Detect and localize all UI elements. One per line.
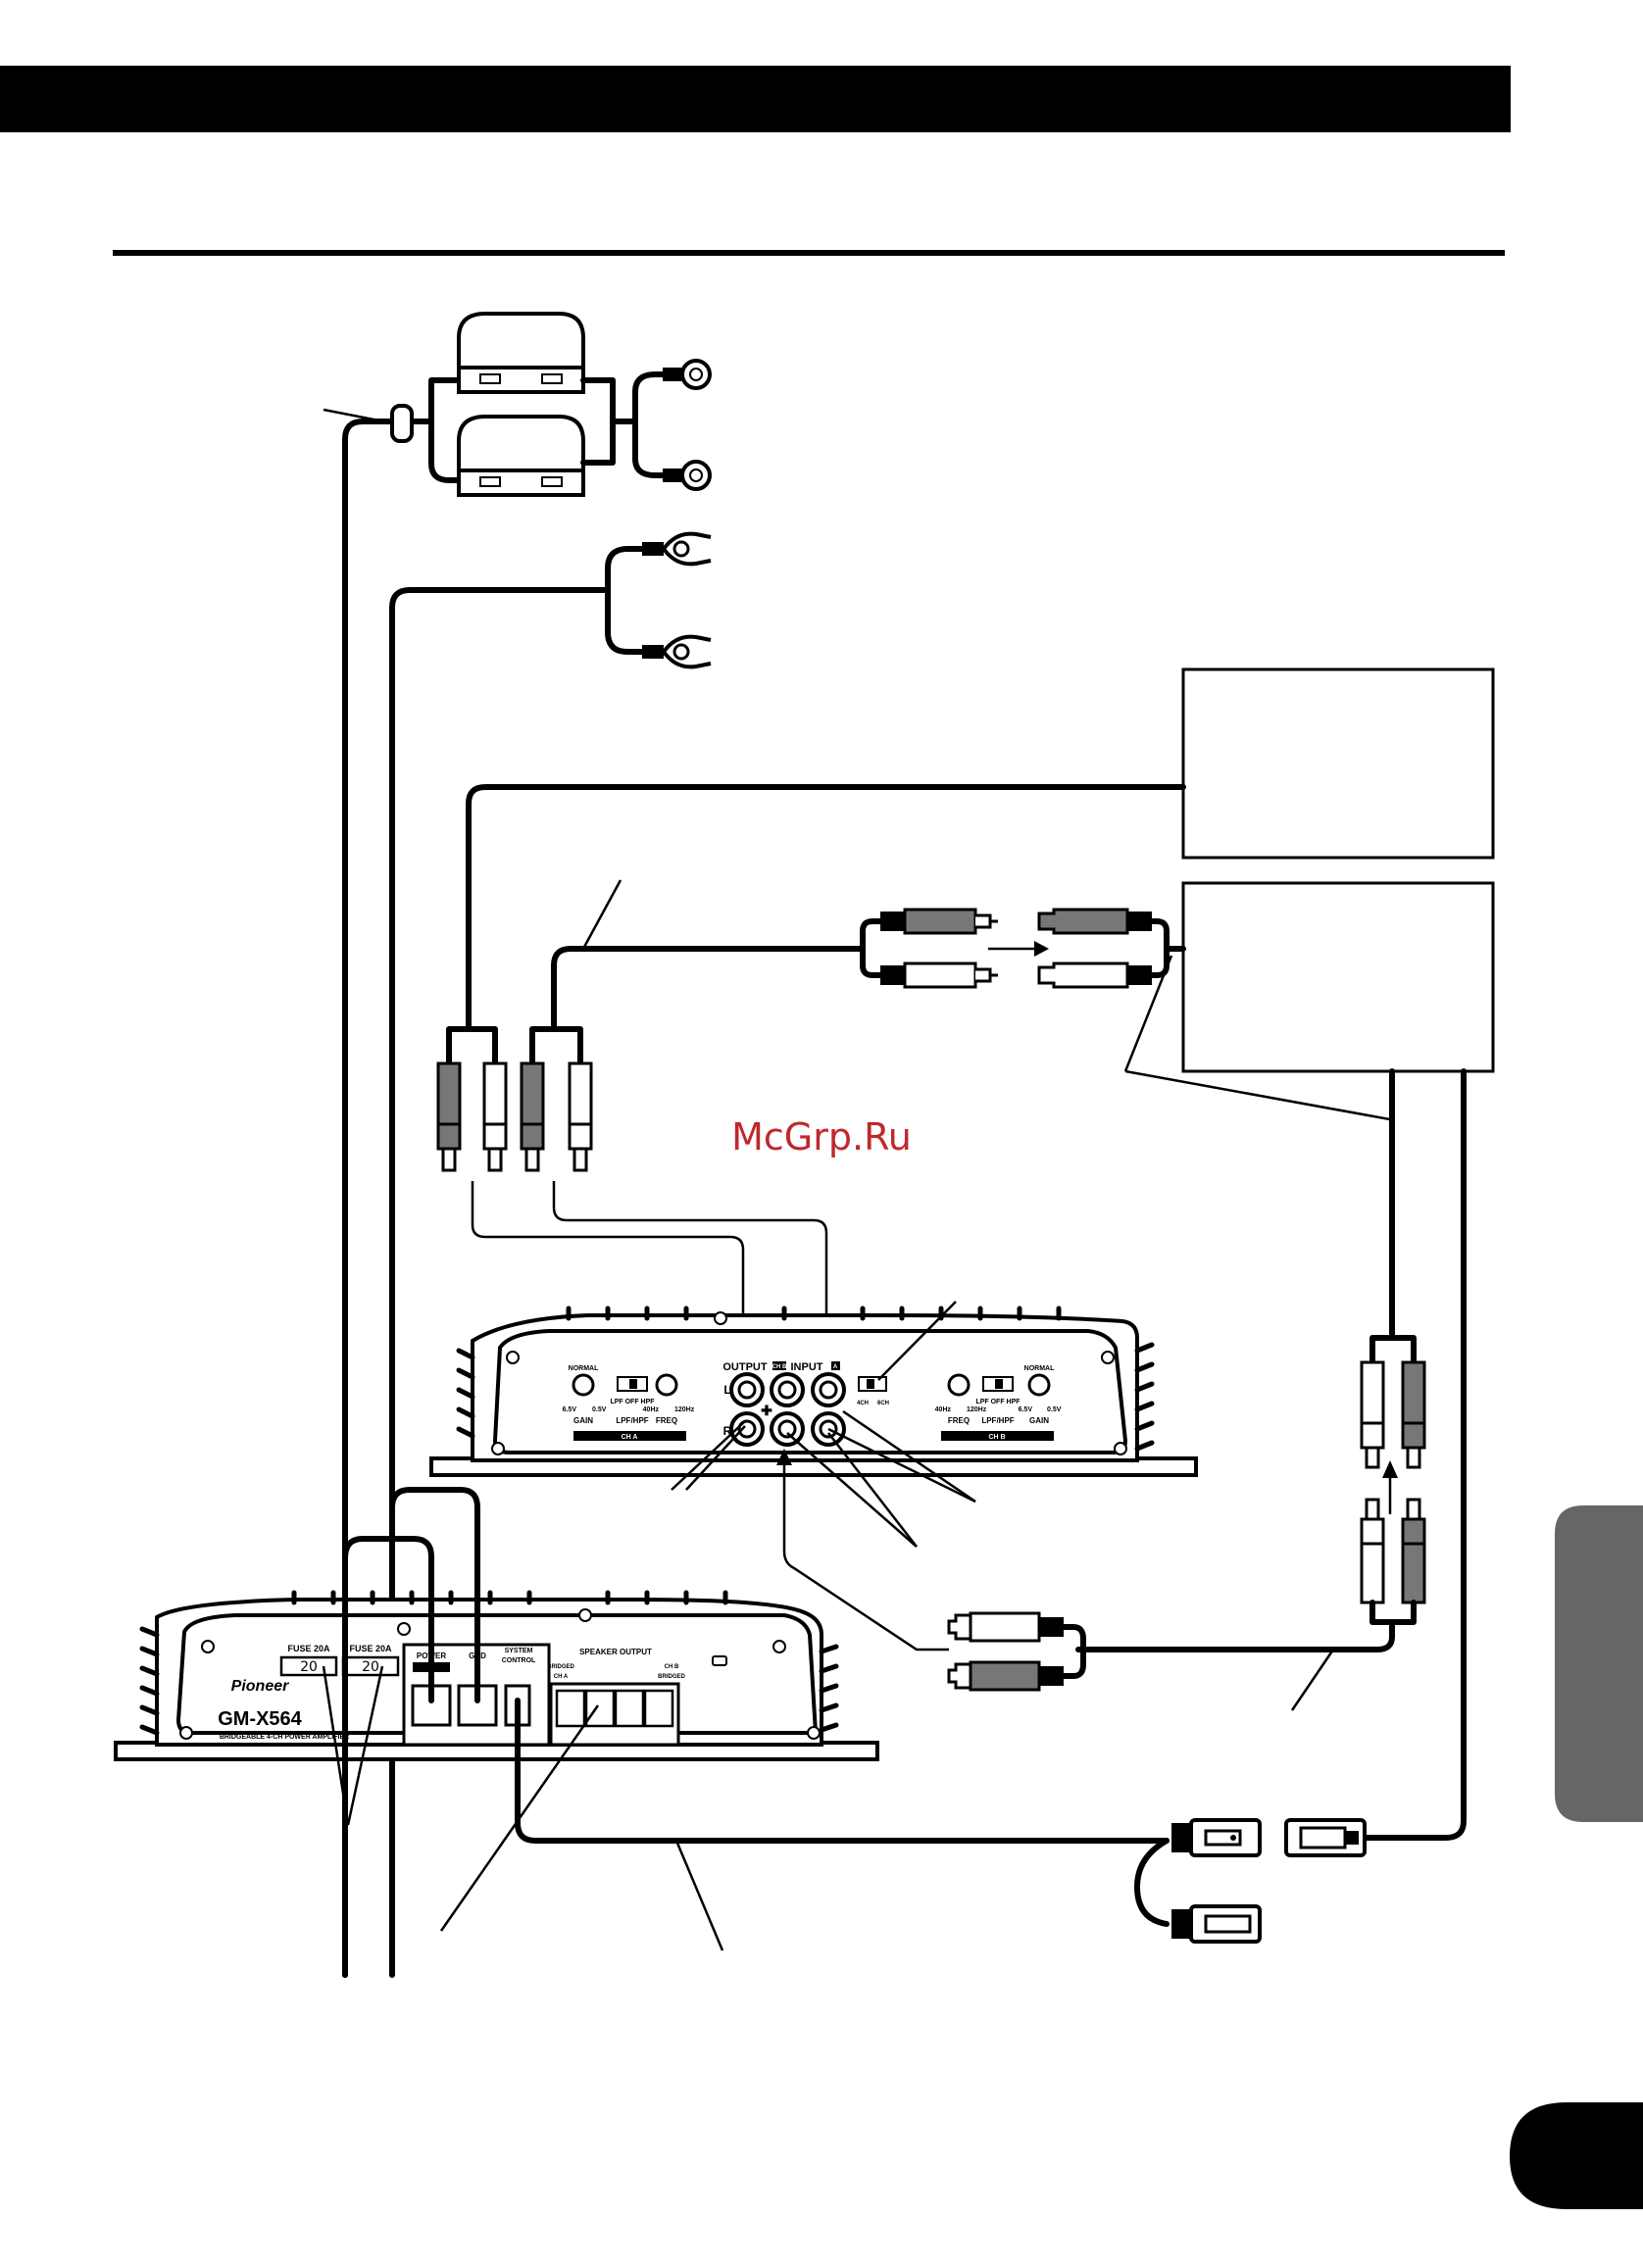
lpf-switch-label-left: LPF OFF HPF — [610, 1399, 655, 1405]
mode-right-label: 6CH — [877, 1401, 889, 1406]
freq-min-right: 40Hz — [935, 1406, 952, 1413]
ch-a-speaker: CH A — [554, 1674, 569, 1680]
fuse-value-1: 20 — [300, 1659, 318, 1675]
mode-left-label: 4CH — [857, 1401, 869, 1406]
gain-min-right: 6.5V — [1019, 1406, 1033, 1413]
header-rule — [113, 250, 1505, 256]
gain-label-right: GAIN — [1029, 1416, 1049, 1425]
gain-knob-left[interactable] — [572, 1373, 595, 1397]
freq-label-right: FREQ — [948, 1416, 970, 1425]
ground-assembly — [389, 531, 712, 1978]
normal-label-right: NORMAL — [1024, 1365, 1055, 1372]
freq-min-left: 40Hz — [643, 1406, 660, 1413]
main-amplifier: FUSE 20A 20 FUSE 20A 20 Pioneer GM-X564 … — [114, 1590, 879, 1761]
left-channel-label: L — [723, 1383, 730, 1397]
fuse-label-1: FUSE 20A — [287, 1644, 330, 1653]
output-label: OUTPUT — [722, 1361, 768, 1373]
rca-jacks-top-amp[interactable]: ✚ — [729, 1372, 846, 1447]
freq-max-left: 120Hz — [674, 1406, 695, 1413]
remote-connectors — [1134, 1818, 1367, 1944]
brand-logo: Pioneer — [231, 1678, 289, 1695]
input-label: INPUT — [791, 1361, 823, 1373]
gain-knob-right[interactable] — [1027, 1373, 1051, 1397]
fuse-value-2: 20 — [362, 1659, 379, 1675]
bridged-right: BRIDGED — [658, 1674, 685, 1680]
input-badge-right: A — [833, 1364, 838, 1370]
model-name: GM-X564 — [218, 1708, 302, 1730]
fuse-label-2: FUSE 20A — [349, 1644, 392, 1653]
speaker-output-label: SPEAKER OUTPUT — [579, 1648, 652, 1656]
source-unit-box — [1181, 881, 1495, 1073]
freq-knob-right[interactable] — [947, 1373, 971, 1397]
freq-max-right: 120Hz — [967, 1406, 987, 1413]
rca-plugs-right-lower — [1360, 1498, 1426, 1604]
ch-b-speaker: CH B — [665, 1664, 679, 1670]
gain-label-left: GAIN — [573, 1416, 593, 1425]
rca-plug-pair-bottom — [947, 1611, 1064, 1692]
rca-group-a — [446, 1026, 583, 1066]
lpf-label-right: LPF/HPF — [981, 1416, 1014, 1425]
input-badge-left: CH B — [772, 1364, 787, 1370]
system-control-label: SYSTEM — [505, 1648, 533, 1654]
page-number-badge — [1510, 2102, 1643, 2209]
watermark: McGrp.Ru — [731, 1115, 912, 1159]
head-unit-box — [1181, 667, 1495, 860]
lpf-switch-label-right: LPF OFF HPF — [975, 1399, 1021, 1405]
header-bar — [0, 66, 1511, 132]
rca-plugs-top — [436, 1061, 593, 1172]
svg-text:✚: ✚ — [761, 1403, 772, 1418]
fuse-1[interactable] — [279, 1655, 338, 1677]
bridged-left: BRIDGED — [547, 1664, 574, 1670]
battery-fuse-assembly — [323, 312, 712, 1978]
ch-b-label-top: CH B — [988, 1434, 1005, 1441]
freq-knob-left[interactable] — [655, 1373, 678, 1397]
rca-jack-pair — [1037, 908, 1152, 989]
gain-min-left: 6.5V — [563, 1406, 577, 1413]
gain-max-left: 0.5V — [592, 1406, 607, 1413]
gain-max-right: 0.5V — [1047, 1406, 1062, 1413]
section-tab — [1555, 1505, 1643, 1822]
model-subtitle: BRIDGEABLE 4-CH POWER AMPLIFIER — [220, 1734, 349, 1741]
rca-plugs-right-upper — [1360, 1360, 1426, 1469]
top-amplifier: NORMAL 6.5V 0.5V GAIN LPF OFF HPF LPF/HP… — [429, 1306, 1198, 1477]
ch-a-label-top: CH A — [622, 1434, 638, 1441]
rca-plug-pair-right — [880, 908, 998, 989]
freq-label-left: FREQ — [656, 1416, 677, 1425]
right-channel-label: R — [723, 1424, 732, 1438]
svg-text:CONTROL: CONTROL — [502, 1657, 536, 1664]
lpf-label-left: LPF/HPF — [616, 1416, 648, 1425]
normal-label-left: NORMAL — [569, 1365, 599, 1372]
